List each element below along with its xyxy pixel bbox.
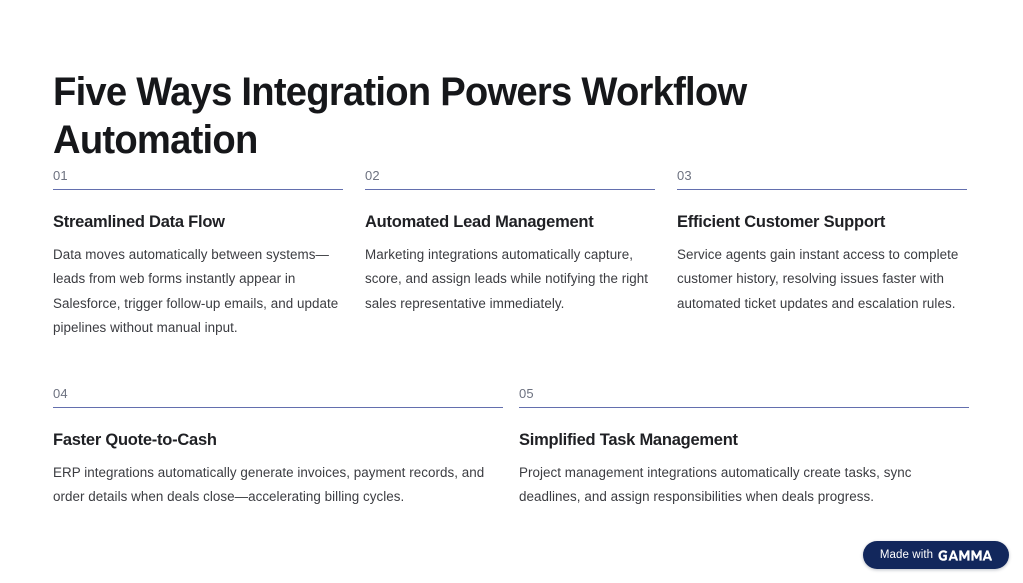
card-body: ERP integrations automatically generate …: [53, 465, 485, 505]
feature-card: 01 Streamlined Data Flow Data moves auto…: [53, 168, 343, 340]
card-divider: [53, 407, 503, 408]
card-number: 02: [365, 168, 380, 183]
page-title: Five Ways Integration Powers Workflow Au…: [53, 69, 755, 162]
card-divider: [365, 189, 655, 190]
card-heading: Automated Lead Management: [365, 212, 594, 231]
card-body: Service agents gain instant access to co…: [677, 247, 959, 311]
card-number: 05: [519, 386, 534, 401]
feature-row-bottom: 04 Faster Quote-to-Cash ERP integrations…: [53, 386, 969, 510]
card-body: Data moves automatically between systems…: [53, 247, 339, 335]
card-heading: Efficient Customer Support: [677, 212, 886, 231]
feature-card: 02 Automated Lead Management Marketing i…: [365, 168, 655, 340]
made-with-gamma-badge[interactable]: Made with: [863, 541, 1009, 569]
card-divider: [677, 189, 967, 190]
card-divider: [519, 407, 969, 408]
feature-card: 04 Faster Quote-to-Cash ERP integrations…: [53, 386, 503, 510]
card-number: 04: [53, 386, 68, 401]
feature-card: 03 Efficient Customer Support Service ag…: [677, 168, 967, 340]
card-divider: [53, 189, 343, 190]
card-body: Marketing integrations automatically cap…: [365, 247, 649, 311]
feature-row-top: 01 Streamlined Data Flow Data moves auto…: [53, 168, 969, 340]
card-heading: Simplified Task Management: [519, 430, 738, 449]
feature-card: 05 Simplified Task Management Project ma…: [519, 386, 969, 510]
card-number: 01: [53, 168, 68, 183]
card-heading: Faster Quote-to-Cash: [53, 430, 217, 449]
card-body: Project management integrations automati…: [519, 465, 912, 505]
gamma-wordmark-icon: [938, 549, 993, 561]
badge-prefix-label: Made with: [879, 549, 934, 561]
card-heading: Streamlined Data Flow: [53, 212, 225, 231]
card-number: 03: [677, 168, 692, 183]
